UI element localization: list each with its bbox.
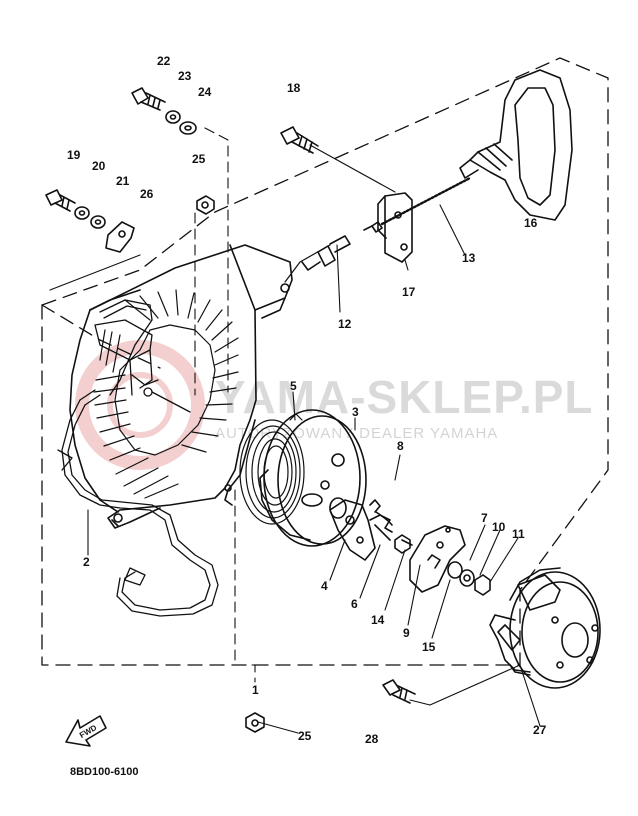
part-4-pawl <box>329 499 376 561</box>
callout-4: 4 <box>321 579 328 593</box>
callout-21: 21 <box>116 174 130 188</box>
part-18-bolt <box>280 126 319 154</box>
callout-26: 26 <box>140 187 154 201</box>
part-15-spring <box>427 554 441 569</box>
watermark-text: YAMA-SKLEP.PL <box>215 371 594 423</box>
callout-3: 3 <box>352 405 359 419</box>
assembly-boundary-dashed <box>41 57 609 666</box>
leader-lines <box>49 127 541 734</box>
part-11-nut <box>474 574 491 596</box>
callout-8: 8 <box>397 439 404 453</box>
callout-22: 22 <box>157 54 171 68</box>
part-26-plate <box>105 221 135 253</box>
callout-9: 9 <box>403 626 410 640</box>
part-17-rope-guide <box>363 192 413 263</box>
part-21-washer <box>90 215 106 229</box>
watermark-logo <box>75 340 205 470</box>
part-10-washer <box>459 569 475 587</box>
part-19-bolt <box>45 189 76 212</box>
callout-27: 27 <box>533 723 547 737</box>
callout-18: 18 <box>287 81 301 95</box>
part-2-seal <box>57 299 219 617</box>
callout-11: 11 <box>512 527 525 541</box>
callout-12: 12 <box>338 317 352 331</box>
callout-15: 15 <box>422 640 436 654</box>
part-9-friction-plate <box>409 525 466 593</box>
case-cooling-fins <box>93 289 239 499</box>
callout-14: 14 <box>371 613 385 627</box>
callout-1: 1 <box>252 683 259 697</box>
assembly-boundary-dashed-left <box>41 304 161 369</box>
callout-6: 6 <box>351 597 358 611</box>
part-24-washer <box>179 121 197 135</box>
part-3-sheave-drum <box>259 409 367 547</box>
part-25-nut-lower <box>245 712 265 733</box>
part-25-nut-upper <box>196 195 215 215</box>
part-27-drive-pulley <box>489 567 601 689</box>
callout-25-upper: 25 <box>192 152 206 166</box>
part-14-screw <box>394 534 413 554</box>
drawing-code: 8BD100-6100 <box>70 766 139 778</box>
part-7-washer <box>447 561 463 579</box>
part-16-handle <box>459 69 573 221</box>
forward-arrow-icon <box>65 715 107 747</box>
callout-2: 2 <box>83 555 90 569</box>
part-22-bolt <box>131 87 166 111</box>
callout-16: 16 <box>524 216 538 230</box>
callout-20: 20 <box>92 159 106 173</box>
part-12-rope-joint <box>301 235 351 271</box>
case-bracket <box>94 319 191 413</box>
part-20-washer <box>74 206 90 220</box>
callout-19: 19 <box>67 148 81 162</box>
part-23-washer <box>165 110 181 124</box>
callout-25-lower: 25 <box>298 729 312 743</box>
callout-5: 5 <box>290 379 297 393</box>
part-28-bolt <box>382 679 416 704</box>
callout-28: 28 <box>365 732 379 746</box>
callout-10: 10 <box>492 520 506 534</box>
callout-17: 17 <box>402 285 416 299</box>
callout-13: 13 <box>462 251 476 265</box>
part-1-starter-case <box>69 244 293 529</box>
callout-23: 23 <box>178 69 192 83</box>
part-6-spring <box>369 514 393 541</box>
callout-7: 7 <box>481 511 488 525</box>
callout-24: 24 <box>198 85 212 99</box>
